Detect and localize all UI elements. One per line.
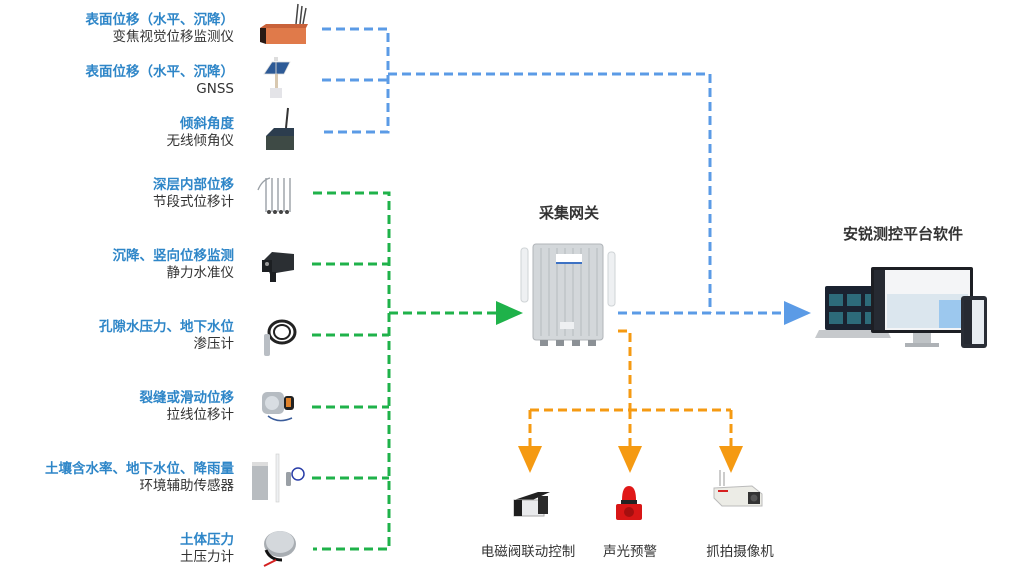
sensor-measure: 深层内部位移	[153, 177, 234, 193]
hydrostatic-level-icon	[262, 252, 294, 282]
sensor-device: 渗压计	[193, 336, 235, 352]
sensor-measure: 沉降、竖向位移监测	[112, 248, 235, 264]
sensor-device: 无线倾角仪	[166, 133, 235, 149]
sensor-label: 表面位移（水平、沉降） 变焦视觉位移监测仪	[86, 12, 235, 46]
sensor-label: 沉降、竖向位移监测 静力水准仪	[113, 248, 235, 282]
sensor-device: 环境辅助传感器	[139, 478, 235, 494]
sensor-device: 节段式位移计	[153, 194, 234, 210]
sensor-device: 静力水准仪	[166, 265, 235, 281]
sensor-label: 倾斜角度 无线倾角仪	[167, 116, 235, 150]
piezometer-icon	[264, 319, 297, 356]
wired-connector-lines	[312, 191, 523, 551]
sensor-measure: 表面位移（水平、沉降）	[85, 64, 235, 80]
output-label: 电磁阀联动控制	[480, 544, 576, 560]
blue-trunk	[388, 72, 712, 313]
earth-pressure-cell-icon	[263, 531, 296, 567]
sensor-device: 拉线位移计	[166, 407, 235, 423]
sensor-device: 变焦视觉位移监测仪	[112, 29, 235, 45]
draw-wire-sensor-icon	[262, 392, 294, 422]
blue-branch-1	[322, 27, 390, 134]
segment-displacement-meter-icon	[257, 177, 291, 214]
sensor-label: 土体压力 土压力计	[180, 532, 234, 566]
orange-trunk	[618, 329, 632, 410]
gnss-receiver-icon	[263, 57, 291, 98]
sensor-measure: 倾斜角度	[180, 116, 234, 132]
sensor-label: 土壤含水率、地下水位、降雨量 环境辅助传感器	[45, 461, 234, 495]
sensor-device: GNSS	[196, 81, 234, 97]
gateway-icon	[520, 243, 616, 346]
camera-monitor-icon	[260, 3, 308, 44]
sensor-device: 土压力计	[180, 549, 234, 565]
sensor-measure: 裂缝或滑动位移	[139, 390, 235, 406]
sensor-measure: 孔隙水压力、地下水位	[99, 319, 234, 335]
sensor-label: 孔隙水压力、地下水位 渗压计	[99, 319, 234, 353]
alarm-light-icon	[616, 486, 642, 520]
sensor-measure: 表面位移（水平、沉降）	[85, 12, 235, 28]
sensor-measure: 土体压力	[180, 532, 234, 548]
gateway-title: 采集网关	[539, 204, 600, 222]
multi-device-platform-icon	[815, 267, 987, 348]
sensor-label: 裂缝或滑动位移 拉线位移计	[140, 390, 235, 424]
inclinometer-icon	[266, 107, 294, 150]
platform-title: 安锐测控平台软件	[843, 225, 964, 243]
sensor-measure: 土壤含水率、地下水位、降雨量	[45, 461, 234, 477]
output-label: 抓拍摄像机	[706, 544, 774, 560]
wireless-connector-lines	[322, 27, 811, 325]
snapshot-camera-icon	[713, 470, 763, 507]
output-label: 声光预警	[603, 544, 657, 560]
green-trunk	[313, 191, 391, 551]
sensor-label: 表面位移（水平、沉降） GNSS	[86, 64, 235, 98]
environment-sensor-icon	[252, 453, 305, 503]
sensor-label: 深层内部位移 节段式位移计	[153, 177, 234, 211]
output-connector-lines	[518, 329, 743, 473]
solenoid-valve-icon	[513, 492, 550, 517]
